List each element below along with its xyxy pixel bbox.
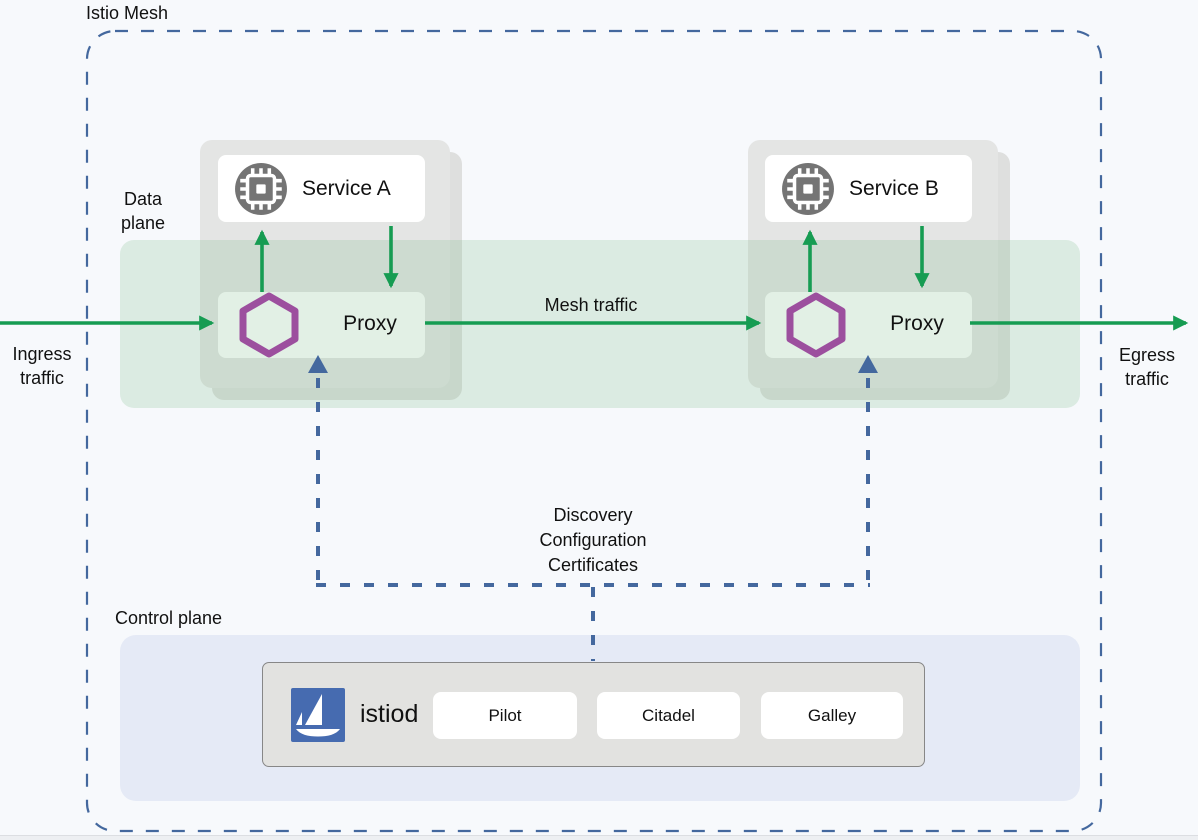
pilot-label: Pilot bbox=[488, 705, 522, 725]
envoy-hexagon-icon bbox=[239, 292, 299, 358]
envoy-hexagon-icon bbox=[786, 292, 846, 358]
microchip-icon bbox=[235, 162, 287, 215]
ingress-traffic-label: Ingress traffic bbox=[12, 344, 72, 388]
istiod-label: istiod bbox=[360, 700, 419, 728]
proxy-b-label: Proxy bbox=[890, 312, 944, 335]
service-a-card: Service A bbox=[218, 155, 425, 222]
pilot-box: Pilot bbox=[433, 692, 577, 739]
proxy-a-label: Proxy bbox=[343, 312, 397, 335]
citadel-box: Citadel bbox=[597, 692, 740, 739]
mesh-traffic-label: Mesh traffic bbox=[544, 295, 638, 315]
galley-label: Galley bbox=[807, 705, 857, 725]
service-b-label: Service B bbox=[849, 176, 939, 200]
mesh-title: Istio Mesh bbox=[86, 3, 169, 23]
bottom-edge bbox=[0, 835, 1198, 840]
service-b-card: Service B bbox=[765, 155, 972, 222]
discovery-configuration-certificates-label: Discovery Configuration Certificates bbox=[539, 505, 647, 575]
galley-box: Galley bbox=[761, 692, 903, 739]
service-a-label: Service A bbox=[302, 176, 391, 200]
egress-traffic-label: Egress traffic bbox=[1118, 345, 1176, 389]
istio-logo-icon bbox=[291, 687, 345, 742]
control-plane-label: Control plane bbox=[115, 608, 223, 628]
data-plane-label: Data plane bbox=[120, 189, 166, 233]
citadel-label: Citadel bbox=[642, 705, 695, 725]
microchip-icon bbox=[782, 162, 834, 215]
